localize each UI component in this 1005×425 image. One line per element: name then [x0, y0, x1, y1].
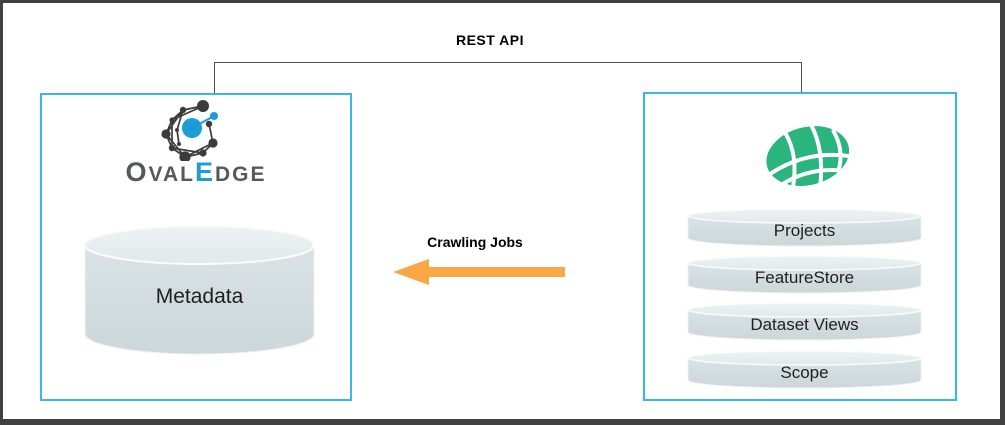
cylinder-label: Projects — [773, 221, 836, 240]
hopsworks-box: Projects FeatureStore Dataset Views Scop… — [643, 92, 957, 401]
wordmark-accent-letter: E — [194, 157, 215, 187]
rest-api-connector-drop-right — [801, 62, 802, 92]
hopsworks-cylinder-featurestore: FeatureStore — [687, 255, 922, 295]
metadata-cylinder: Metadata — [84, 225, 315, 355]
database-cylinder-shape — [687, 255, 922, 294]
ovaledge-wordmark: OVALEDGE — [42, 157, 350, 192]
database-cylinder-shape — [84, 225, 315, 355]
hopsworks-cylinder-dataset-views: Dataset Views — [687, 302, 922, 342]
cylinder-label: FeatureStore — [754, 268, 855, 287]
ovaledge-network-logo-icon — [158, 99, 224, 166]
wordmark-part: DGE — [214, 163, 267, 186]
database-cylinder-shape — [687, 302, 922, 341]
ovaledge-box: OVALEDGE Metadata — [40, 93, 352, 401]
hopsworks-cylinder-scope: Scope — [687, 350, 922, 390]
hopsworks-cylinder-projects: Projects — [687, 208, 922, 248]
rest-api-connector-drop-left — [214, 62, 215, 93]
metadata-cylinder-label: Metadata — [155, 285, 244, 308]
cylinder-label: Scope — [780, 363, 829, 382]
database-cylinder-shape — [687, 350, 922, 389]
rest-api-connector-line — [214, 62, 801, 63]
cylinder-label: Dataset Views — [750, 315, 859, 334]
crawling-jobs-label: Crawling Jobs — [427, 234, 523, 250]
rest-api-label: REST API — [455, 32, 525, 48]
database-cylinder-shape — [687, 208, 922, 247]
hopsworks-hop-logo-icon — [762, 119, 854, 202]
wordmark-part: VAL — [148, 163, 195, 186]
wordmark-part: O — [125, 157, 149, 187]
left-arrow-icon — [393, 258, 565, 291]
